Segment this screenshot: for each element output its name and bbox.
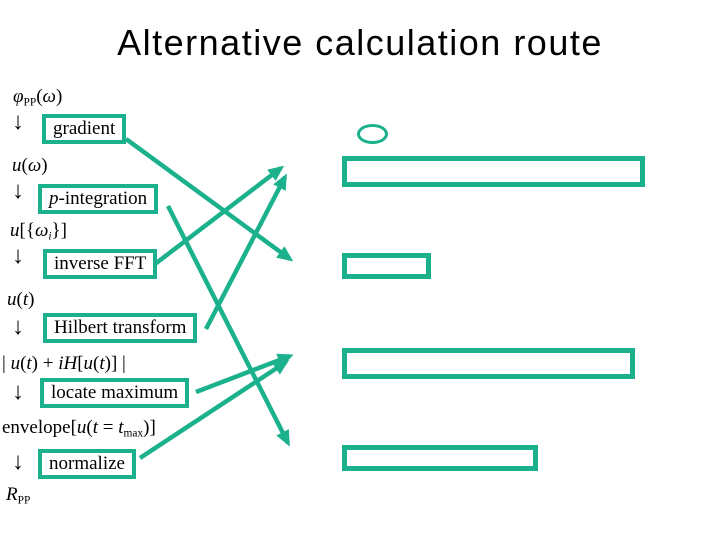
down-arrow-glyph-6: ↓	[12, 449, 24, 475]
op-box-normalize: normalize	[38, 449, 136, 479]
small-box-placeholder	[342, 253, 431, 279]
expr-r-pp: RPP	[6, 484, 31, 507]
wide-box-top-placeholder	[342, 156, 645, 187]
expr-u-t: u(t)	[7, 289, 35, 310]
op-box-inverse-fft: inverse FFT	[43, 249, 158, 279]
expr-u-omega-set: u[{ωi}]	[10, 220, 67, 243]
expr-phi-pp-omega: φPP(ω)	[13, 86, 63, 109]
slide-title: Alternative calculation route	[117, 22, 603, 63]
connector-normalize-to-wide-box-middle	[138, 359, 290, 460]
bottom-box-placeholder	[342, 445, 538, 471]
down-arrow-glyph-3: ↓	[12, 243, 24, 269]
wide-box-middle-placeholder	[342, 348, 635, 379]
op-box-hilbert-transform: Hilbert transform	[43, 313, 198, 343]
op-box-gradient: gradient	[42, 114, 127, 144]
op-box-p-integration: p-integration	[38, 184, 159, 214]
connector-locate-maximum-to-wide-box-middle	[195, 353, 294, 395]
connector-inverse-fft-to-wide-box-top	[153, 165, 285, 266]
op-box-locate-maximum: locate maximum	[40, 378, 190, 408]
down-arrow-glyph-2: ↓	[12, 178, 24, 204]
down-arrow-glyph-5: ↓	[12, 379, 24, 405]
expr-analytic-signal: | u(t) + iH[u(t)] |	[2, 353, 126, 374]
connector-hilbert-to-wide-box-top	[204, 173, 287, 331]
expr-envelope: envelope[u(t = tmax)]	[2, 417, 156, 440]
oval-placeholder	[357, 124, 388, 144]
down-arrow-glyph-4: ↓	[12, 314, 24, 340]
expr-u-omega: u(ω)	[12, 155, 48, 176]
down-arrow-glyph-1: ↓	[12, 109, 24, 135]
